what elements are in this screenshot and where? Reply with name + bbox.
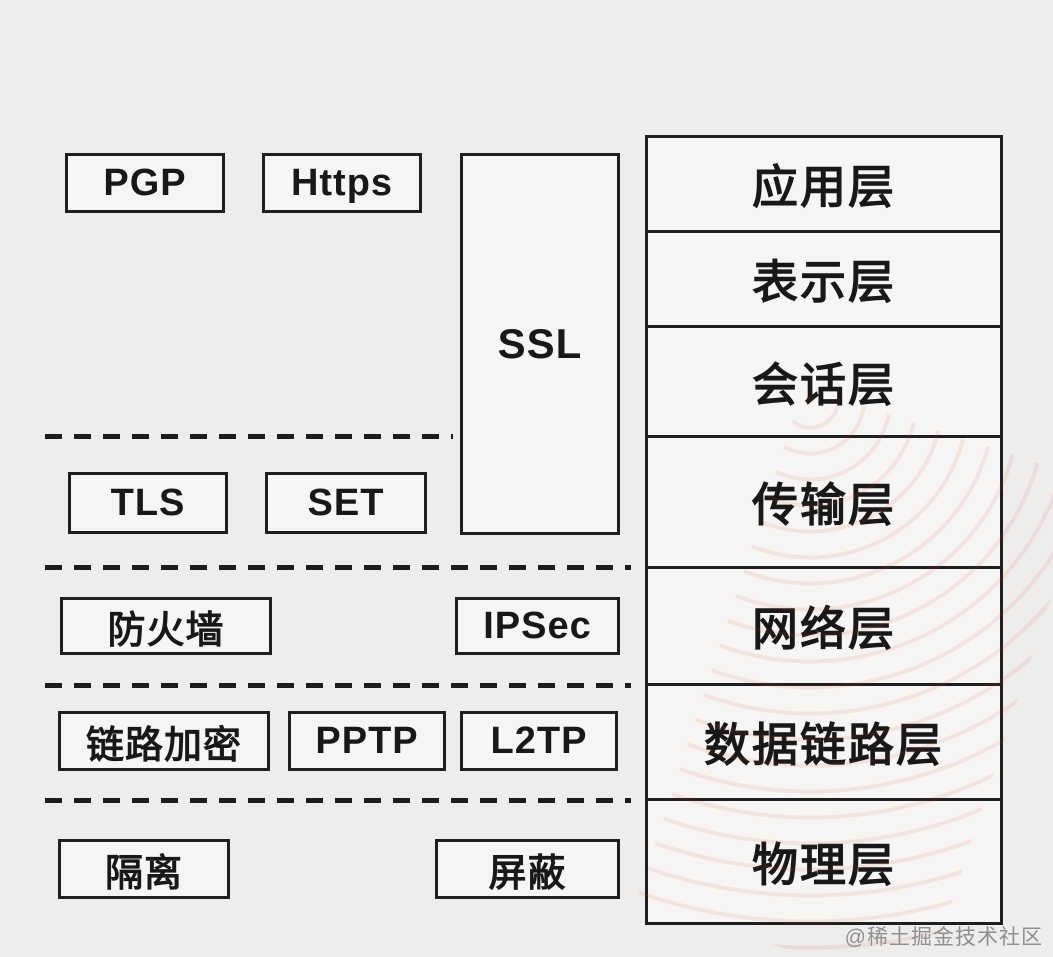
- protocol-box-tls: TLS: [68, 472, 228, 534]
- dashed-separator-network-datalink: [45, 683, 631, 688]
- layer-transport: 传输层: [648, 438, 1000, 569]
- layer-network: 网络层: [648, 569, 1000, 686]
- protocol-box-https: Https: [262, 153, 422, 213]
- protocol-box-ssl: SSL: [460, 153, 620, 535]
- protocol-box-ipsec: IPSec: [455, 597, 620, 655]
- protocol-box-l2tp: L2TP: [460, 711, 618, 771]
- layer-physical: 物理层: [752, 838, 896, 891]
- dashed-separator-datalink-physical: [45, 798, 631, 803]
- layer-application: 应用层: [648, 138, 1000, 233]
- dashed-separator-session-transport: [45, 434, 453, 439]
- protocol-box-pgp: PGP: [65, 153, 225, 213]
- protocol-box-isolation: 隔离: [58, 839, 230, 899]
- layer-presentation: 表示层: [648, 233, 1000, 328]
- protocol-box-shielding: 屏蔽: [435, 839, 620, 899]
- protocol-box-firewall: 防火墙: [60, 597, 272, 655]
- layer-session: 会话层: [648, 328, 1000, 438]
- protocol-box-pptp: PPTP: [288, 711, 446, 771]
- layer-datalink: 数据链路层: [648, 686, 1000, 801]
- protocol-box-link-encryption: 链路加密: [58, 711, 270, 771]
- protocol-box-set: SET: [265, 472, 427, 534]
- dashed-separator-transport-network: [45, 565, 631, 570]
- community-watermark: @稀土掘金技术社区: [844, 926, 1043, 949]
- osi-layer-stack: 应用层 表示层 会话层 传输层 网络层 数据链路层 物理层: [645, 135, 1003, 925]
